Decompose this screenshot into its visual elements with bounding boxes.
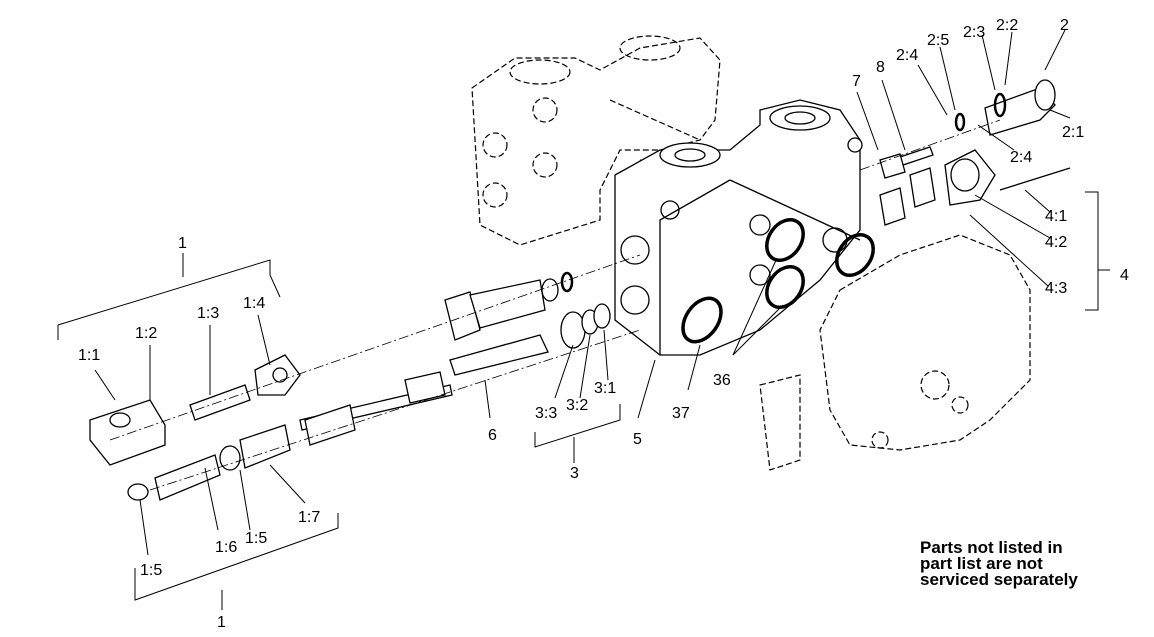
label-36: 36 [713, 372, 731, 389]
label-2-2: 2:2 [996, 17, 1018, 34]
label-2-4-bottom: 2:4 [1010, 149, 1032, 166]
label-1-7: 1:7 [298, 509, 320, 526]
spool-shaft [449, 334, 549, 376]
label-1-top: 1 [178, 235, 187, 252]
label-1-6: 1:6 [215, 539, 237, 556]
service-note-line-1: Parts not listed in [920, 538, 1063, 557]
label-2-1: 2:1 [1062, 124, 1084, 141]
dashed-background-valve-right [759, 234, 1031, 471]
label-1-bottom: 1 [217, 614, 226, 631]
label-3-3: 3:3 [535, 405, 557, 422]
leaders [57, 29, 1110, 610]
callout-labels: 1 1:1 1:2 1:3 1:4 1:5 1:6 1:5 1:7 1 6 3:… [78, 17, 1129, 631]
label-37: 37 [672, 405, 690, 422]
o-rings [560, 92, 1007, 344]
label-2-5: 2:5 [927, 32, 949, 49]
o-ring-36a [765, 218, 805, 262]
label-2-3: 2:3 [963, 24, 985, 41]
sleeve-1-7 [239, 424, 291, 469]
label-8: 8 [876, 59, 885, 76]
label-1-5-right: 1:5 [245, 530, 267, 547]
o-ring-36c [835, 233, 875, 277]
label-1-1: 1:1 [78, 347, 100, 364]
spool-cap [444, 291, 481, 341]
label-4: 4 [1120, 267, 1129, 284]
spool-threads [469, 279, 546, 329]
label-4-1: 4:1 [1045, 208, 1067, 225]
service-note-line-2: part list are not [920, 554, 1043, 573]
label-1-3: 1:3 [197, 305, 219, 322]
service-note: Parts not listed in part list are not se… [920, 538, 1078, 589]
label-2: 2 [1060, 17, 1069, 34]
label-1-5-left: 1:5 [140, 562, 162, 579]
label-4-3: 4:3 [1045, 280, 1067, 297]
parts-outlines [89, 79, 1071, 501]
label-1-2: 1:2 [135, 325, 157, 342]
label-3: 3 [570, 465, 579, 482]
label-2-4-top: 2:4 [896, 47, 918, 64]
center-lines [109, 119, 1001, 491]
valve-body [614, 99, 861, 356]
service-note-line-3: serviced separately [920, 570, 1078, 589]
label-4-2: 4:2 [1045, 234, 1067, 251]
label-7: 7 [852, 73, 861, 90]
spool-collar [404, 371, 446, 404]
label-1-4: 1:4 [243, 295, 265, 312]
o-ring-37 [681, 296, 723, 344]
bracket-1-1 [89, 399, 166, 466]
spring-1-6 [154, 454, 221, 501]
label-6: 6 [488, 427, 497, 444]
label-3-2: 3:2 [566, 397, 588, 414]
label-3-1: 3:1 [594, 380, 616, 397]
o-ring-36b [765, 265, 805, 309]
label-5: 5 [633, 431, 642, 448]
